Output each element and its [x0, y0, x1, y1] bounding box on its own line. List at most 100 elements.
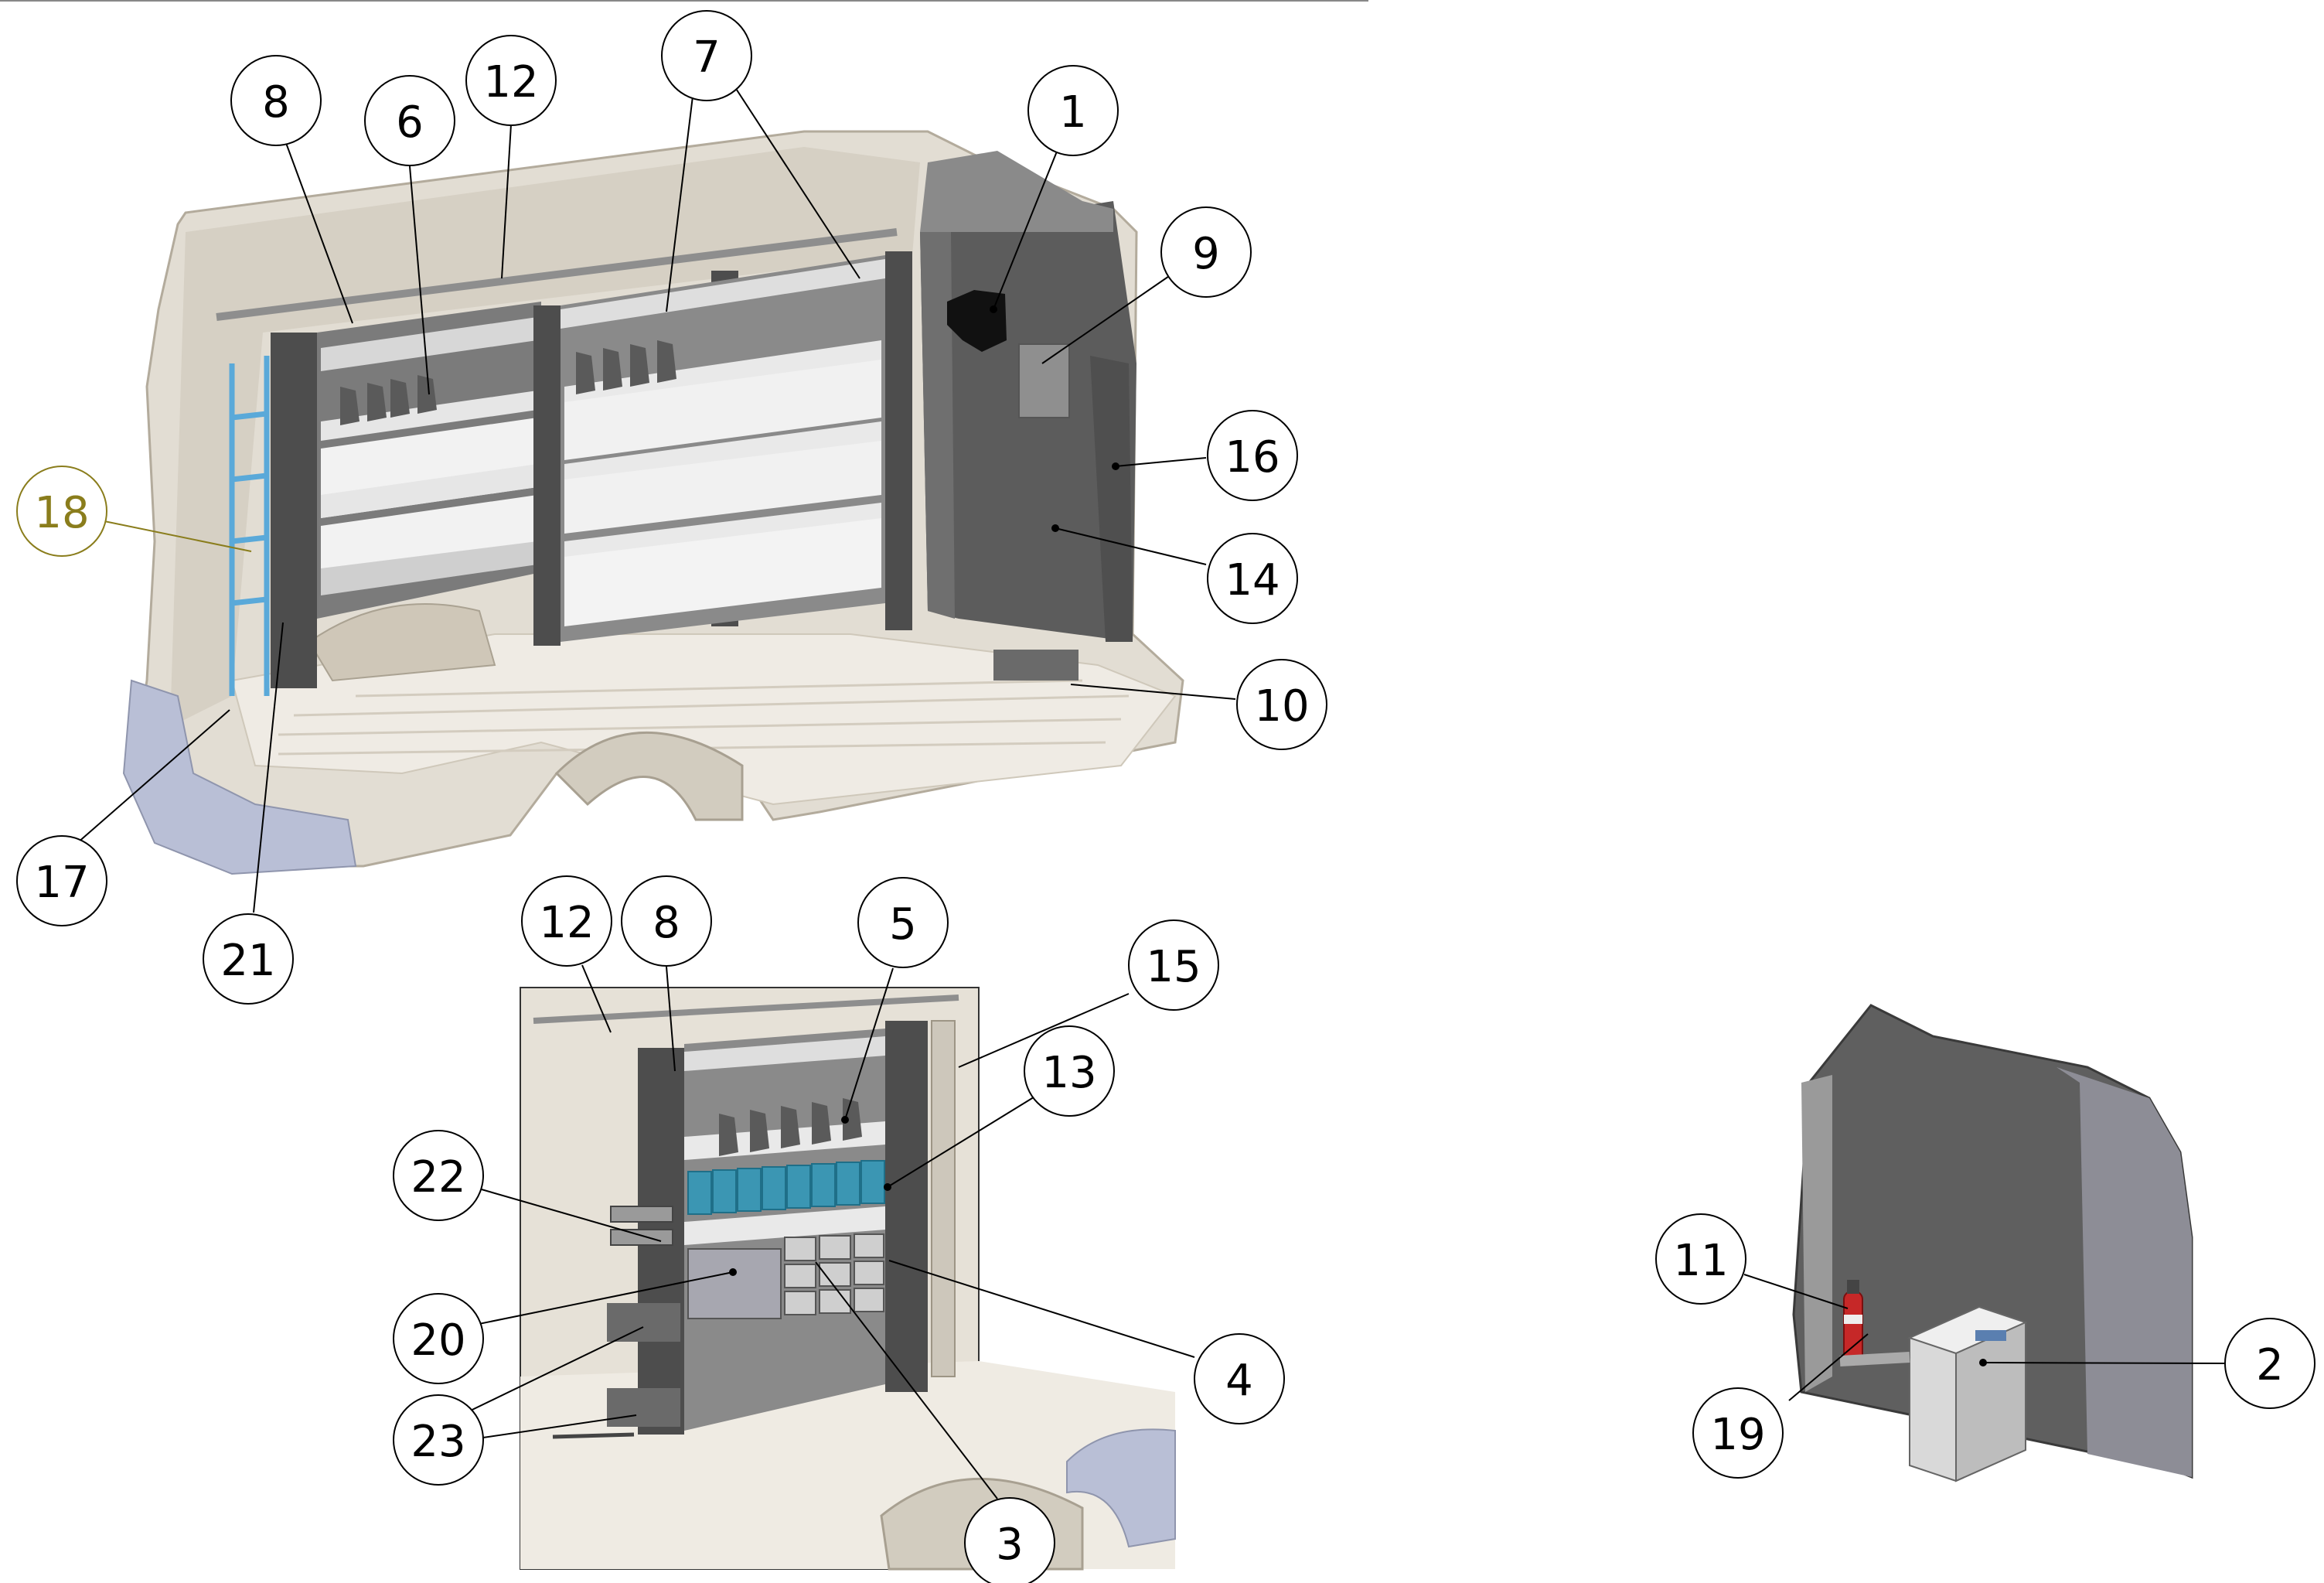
balloon-5: 5	[857, 877, 949, 968]
svg-text:12: 12	[539, 898, 594, 948]
leader-12-top	[501, 124, 512, 279]
lower-bracket	[607, 1388, 680, 1427]
rear-bumper	[122, 679, 357, 875]
balloon-8-top: 8	[230, 55, 322, 146]
wall-hook	[947, 290, 1007, 352]
svg-text:17: 17	[34, 858, 89, 908]
leader-10	[1070, 684, 1236, 700]
leader-1	[993, 135, 1064, 310]
fire-extinguisher	[1843, 1280, 1863, 1366]
svg-text:18: 18	[34, 488, 89, 538]
leader-22	[459, 1182, 662, 1242]
van-cargo-interior-view	[122, 130, 1184, 875]
leader-15	[958, 993, 1130, 1068]
balloon-11: 11	[1655, 1213, 1746, 1305]
left-end-panel	[271, 333, 317, 688]
leader-7-left	[666, 83, 695, 312]
shelving-unit-right	[561, 255, 885, 642]
top-rail	[216, 228, 898, 321]
tool-rack	[610, 1206, 673, 1246]
leader-8-top	[285, 142, 353, 324]
balloon-15: 15	[1128, 919, 1219, 1011]
shelf-upright-3	[885, 251, 912, 630]
balloon-10: 10	[1236, 659, 1327, 750]
svg-text:12: 12	[483, 57, 538, 107]
balloon-12-rear: 12	[521, 875, 612, 967]
svg-text:14: 14	[1225, 555, 1280, 606]
battery-box	[1839, 1305, 2028, 1482]
wheel-arch	[554, 731, 744, 821]
svg-text:15: 15	[1146, 942, 1201, 992]
upper-bracket	[607, 1303, 680, 1342]
svg-text:3: 3	[996, 1520, 1024, 1570]
svg-text:4: 4	[1225, 1356, 1253, 1406]
partition-panel-left-flange	[1801, 1075, 1832, 1392]
leader-11	[1743, 1274, 1849, 1309]
rear-shelf-top	[684, 1036, 885, 1071]
partition-panel-light-section	[2057, 1067, 2192, 1477]
svg-text:11: 11	[1673, 1236, 1728, 1286]
van-rear-shelving-detail-view	[520, 987, 1176, 1571]
leader-13	[887, 1093, 1041, 1188]
leader-6	[409, 165, 430, 395]
leader-lines	[77, 80, 2226, 1499]
rear-view-fender	[1066, 1428, 1176, 1548]
leader-21	[253, 622, 284, 913]
balloon-1: 1	[1027, 65, 1119, 156]
balloon-21: 21	[203, 913, 294, 1005]
shelf-upright-1	[533, 305, 561, 646]
balloon-4: 4	[1194, 1333, 1285, 1424]
partition-panel-detail-view	[1792, 1004, 2193, 1482]
leader-dots	[729, 305, 1987, 1366]
balloon-14: 14	[1207, 533, 1298, 624]
wheel-well-inner	[308, 603, 496, 682]
balloon-13: 13	[1024, 1025, 1115, 1117]
shelving-unit-left	[317, 302, 541, 619]
balloon-2: 2	[2224, 1318, 2315, 1409]
svg-text:2: 2	[2256, 1340, 2284, 1390]
floor-rod	[552, 1432, 635, 1439]
svg-text:6: 6	[396, 97, 424, 148]
svg-text:21: 21	[220, 936, 275, 986]
leader-17	[77, 709, 230, 844]
svg-text:7: 7	[693, 32, 721, 83]
balloon-18: 18	[16, 466, 107, 557]
balloon-3: 3	[964, 1497, 1055, 1583]
svg-text:9: 9	[1192, 229, 1220, 279]
partition-storage-box	[1018, 343, 1070, 418]
compartment-cabinet	[784, 1233, 884, 1315]
leader-14	[1055, 527, 1207, 565]
leader-3	[815, 1261, 998, 1499]
svg-text:20: 20	[411, 1315, 465, 1366]
bulkhead-partition	[920, 151, 1136, 681]
svg-text:10: 10	[1254, 681, 1309, 732]
leader-16	[1115, 457, 1207, 467]
parts-bins	[687, 1160, 885, 1215]
van-side-wall	[170, 147, 920, 727]
balloon-22: 22	[393, 1130, 484, 1221]
leader-8-rear	[666, 966, 676, 1072]
leader-23-lower	[466, 1414, 637, 1441]
balloon-6: 6	[364, 75, 455, 166]
svg-text:23: 23	[411, 1417, 465, 1467]
floor-bracket	[993, 650, 1079, 681]
svg-text:19: 19	[1710, 1410, 1765, 1460]
balloon-12-top: 12	[465, 35, 557, 126]
leader-5	[844, 967, 894, 1121]
leader-19	[1788, 1333, 1869, 1401]
drawer-unit	[687, 1248, 782, 1319]
rear-shelf-lower	[684, 1206, 885, 1245]
svg-text:5: 5	[889, 899, 917, 950]
svg-text:8: 8	[653, 898, 680, 948]
svg-text:22: 22	[411, 1152, 465, 1203]
balloon-19: 19	[1692, 1387, 1784, 1479]
side-post	[931, 1020, 956, 1377]
leader-12-rear	[581, 964, 612, 1033]
svg-text:1: 1	[1059, 87, 1087, 138]
svg-text:8: 8	[262, 77, 290, 128]
balloon-8-rear: 8	[621, 875, 712, 967]
leader-18	[104, 520, 252, 552]
rear-shelf-dividers	[719, 1098, 862, 1156]
svg-text:16: 16	[1225, 432, 1280, 483]
balloon-20: 20	[393, 1293, 484, 1384]
